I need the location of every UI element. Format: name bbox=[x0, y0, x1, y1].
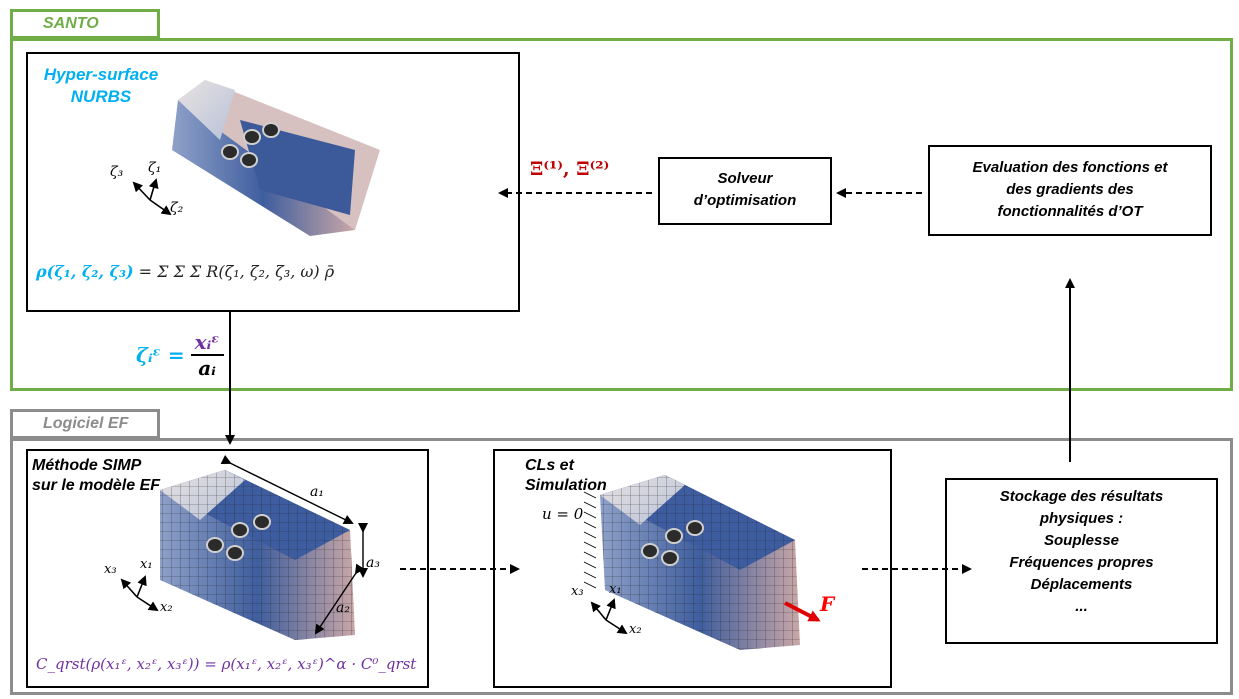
nurbs-title: Hyper-surface NURBS bbox=[36, 64, 166, 108]
santo-label: SANTO bbox=[43, 15, 99, 32]
nurbs-shape bbox=[172, 80, 380, 236]
clamp-hatching bbox=[583, 491, 597, 589]
evaluation-line3: fonctionnalités d’OT bbox=[997, 203, 1143, 220]
evaluation-line2: des gradients des bbox=[1006, 181, 1134, 198]
logiciel-tab: Logiciel EF bbox=[10, 409, 160, 439]
xi-label: Ξ⁽¹⁾, Ξ⁽²⁾ bbox=[530, 158, 610, 180]
simp-title-line1: Méthode SIMP bbox=[32, 457, 142, 474]
bc-label: u = 0 bbox=[542, 505, 584, 523]
evaluation-line1: Evaluation des fonctions et bbox=[972, 159, 1168, 176]
nurbs-formula-lhs: ρ(ζ₁, ζ₂, ζ₃) bbox=[36, 262, 134, 281]
cls-axis-x3: x₃ bbox=[571, 584, 584, 599]
cls-title-line1: CLs et bbox=[525, 457, 574, 474]
logiciel-frame bbox=[10, 438, 1233, 695]
nurbs-formula: ρ(ζ₁, ζ₂, ζ₃) = Σ Σ Σ R(ζ₁, ζ₂, ζ₃, ω) ρ… bbox=[36, 262, 334, 281]
simp-shape bbox=[160, 470, 355, 640]
nurbs-axes bbox=[132, 178, 172, 216]
storage-line5: Déplacements bbox=[1030, 576, 1133, 593]
storage-line2: physiques : bbox=[1039, 510, 1124, 527]
force-arrow bbox=[784, 601, 821, 622]
cls-axis-x1: x₁ bbox=[609, 582, 622, 597]
storage-text: Stockage des résultats physiques : Soupl… bbox=[945, 486, 1218, 618]
mapping-denominator: aᵢ bbox=[198, 356, 216, 380]
nurbs-title-line1: Hyper-surface bbox=[43, 65, 159, 84]
storage-box bbox=[945, 478, 1218, 644]
flow-arrows bbox=[225, 188, 1075, 574]
mapping-formula: ζᵢᵋ = xᵢᵋ aᵢ bbox=[136, 330, 224, 380]
simp-axis-x3: x₃ bbox=[104, 562, 117, 577]
cls-axis-x2: x₂ bbox=[629, 622, 642, 637]
cls-axes bbox=[590, 598, 628, 635]
mapping-fraction: xᵢᵋ aᵢ bbox=[190, 330, 224, 380]
santo-tab: SANTO bbox=[10, 9, 160, 39]
dim-a2-label: a₂ bbox=[336, 600, 350, 616]
mapping-numerator: xᵢᵋ bbox=[190, 330, 224, 356]
simp-axis-x2: x₂ bbox=[160, 600, 173, 615]
simp-axes bbox=[120, 575, 159, 612]
mapping-lhs: ζᵢᵋ = bbox=[136, 343, 185, 367]
axis-zeta2-label: ζ₂ bbox=[170, 200, 184, 216]
simp-axis-x1: x₁ bbox=[140, 557, 153, 572]
evaluation-box bbox=[928, 145, 1212, 236]
storage-line4: Fréquences propres bbox=[1009, 554, 1154, 571]
cls-title-line2: Simulation bbox=[525, 477, 607, 494]
solver-text: Solveur d’optimisation bbox=[658, 168, 832, 212]
axis-zeta1-label: ζ₁ bbox=[148, 160, 162, 176]
storage-line3: Souplesse bbox=[1043, 532, 1120, 549]
evaluation-text: Evaluation des fonctions et des gradient… bbox=[928, 157, 1212, 223]
force-label: F bbox=[820, 592, 835, 616]
solver-line2: d’optimisation bbox=[693, 192, 797, 209]
cls-shape bbox=[600, 475, 800, 650]
nurbs-formula-rhs: = Σ Σ Σ R(ζ₁, ζ₂, ζ₃, ω) ρ̄ bbox=[138, 262, 335, 281]
nurbs-title-line2: NURBS bbox=[70, 87, 132, 106]
axis-zeta3-label: ζ₃ bbox=[110, 164, 124, 180]
solver-box bbox=[658, 157, 832, 225]
storage-line6: ... bbox=[1075, 598, 1088, 615]
cls-title: CLs et Simulation bbox=[525, 456, 607, 496]
dim-a3-label: a₃ bbox=[366, 555, 380, 571]
solver-line1: Solveur bbox=[717, 170, 773, 187]
dim-a1-label: a₁ bbox=[310, 484, 324, 500]
simp-dimensions bbox=[220, 454, 368, 635]
simp-title-line2: sur le modèle EF bbox=[32, 477, 161, 494]
santo-frame bbox=[10, 38, 1233, 391]
simp-formula: C_qrst(ρ(x₁ᵋ, x₂ᵋ, x₃ᵋ)) = ρ(x₁ᵋ, x₂ᵋ, x… bbox=[36, 655, 417, 673]
logiciel-label: Logiciel EF bbox=[43, 415, 129, 432]
simp-title: Méthode SIMP sur le modèle EF bbox=[32, 456, 160, 496]
storage-line1: Stockage des résultats bbox=[999, 488, 1164, 505]
